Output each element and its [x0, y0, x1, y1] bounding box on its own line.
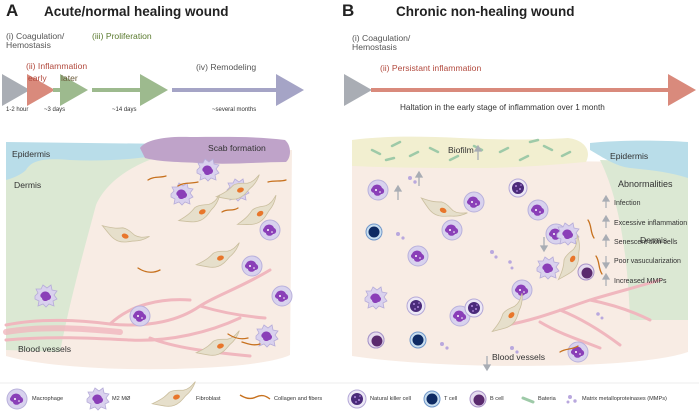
- panel-b-letter: B: [342, 1, 355, 20]
- timeline-tick-1: 1-2 hour: [6, 107, 29, 113]
- panel-a-stage-early: early: [28, 73, 47, 83]
- legend-b-cell: B cell: [490, 396, 504, 402]
- abnormality-senescent-cells: Senescent skin cells: [614, 239, 678, 246]
- timeline-tick-2: ~3 days: [44, 107, 66, 113]
- panel-b-dermis-label: Dermis: [640, 235, 668, 245]
- panel-a-stage-inflammation: (ii) Inflammation: [26, 61, 88, 71]
- legend-fibroblast: Fibroblast: [196, 396, 221, 402]
- panel-a-stage-proliferation: (iii) Proliferation: [92, 31, 152, 41]
- panel-a-dermis-label: Dermis: [14, 180, 42, 190]
- panel-a-title: Acute/normal healing wound: [44, 4, 229, 19]
- abnormalities-arrows: [601, 194, 611, 286]
- panel-b-title: Chronic non-healing wound: [396, 4, 575, 19]
- legend-t-cell: T cell: [444, 396, 458, 402]
- timeline-tick-4: ~several months: [212, 107, 257, 113]
- panel-a-blood-vessels-label: Blood vessels: [18, 344, 72, 354]
- panel-b-biofilm-label: Biofilm: [448, 145, 474, 155]
- panel-a-tissue: [3, 136, 293, 370]
- panel-a-stage-later: later: [61, 73, 78, 83]
- legend-collagen: Collagen and fibers: [274, 396, 323, 402]
- panel-b-epidermis-label: Epidermis: [610, 151, 649, 161]
- panel-b-stage-coagulation: (i) Coagulation/ Hemostasis: [352, 33, 411, 53]
- panel-b-tissue: [352, 136, 688, 372]
- legend-bacteria: Bateria: [538, 396, 556, 402]
- panel-a-epidermis-label: Epidermis: [12, 149, 51, 159]
- abnormality-excessive-inflammation: Excessive inflammation: [614, 220, 688, 227]
- legend-mmps: Matrix metalloproteinases (MMPs): [582, 396, 667, 402]
- legend-m2-macrophage: M2 MØ: [112, 396, 131, 402]
- legend-icons: [6, 381, 577, 413]
- abnormality-infection: Infection: [614, 200, 641, 207]
- panel-b-halt-text: Haltation in the early stage of inflamma…: [400, 103, 605, 112]
- panel-b-stage-inflammation: (ii) Persistant inflammation: [380, 63, 482, 73]
- legend-macrophage: Macrophage: [32, 396, 64, 402]
- abnormality-poor-vascularization: Poor vasucularization: [614, 258, 681, 265]
- panel-a-scab-label: Scab formation: [208, 143, 266, 153]
- panel-b-blood-vessels-label: Blood vessels: [492, 352, 546, 362]
- abnormality-increased-mmps: Increased MMPs: [614, 278, 667, 285]
- panel-a-letter: A: [6, 1, 19, 20]
- abnormalities-heading: Abnormalities: [618, 179, 673, 189]
- panel-a-stage-remodeling: (iv) Remodeling: [196, 62, 257, 72]
- timeline-tick-3: ~14 days: [112, 107, 137, 113]
- legend-nk-cell: Natural killer cell: [370, 396, 412, 402]
- panel-a-stage-coagulation: (i) Coagulation/ Hemostasis: [6, 31, 65, 51]
